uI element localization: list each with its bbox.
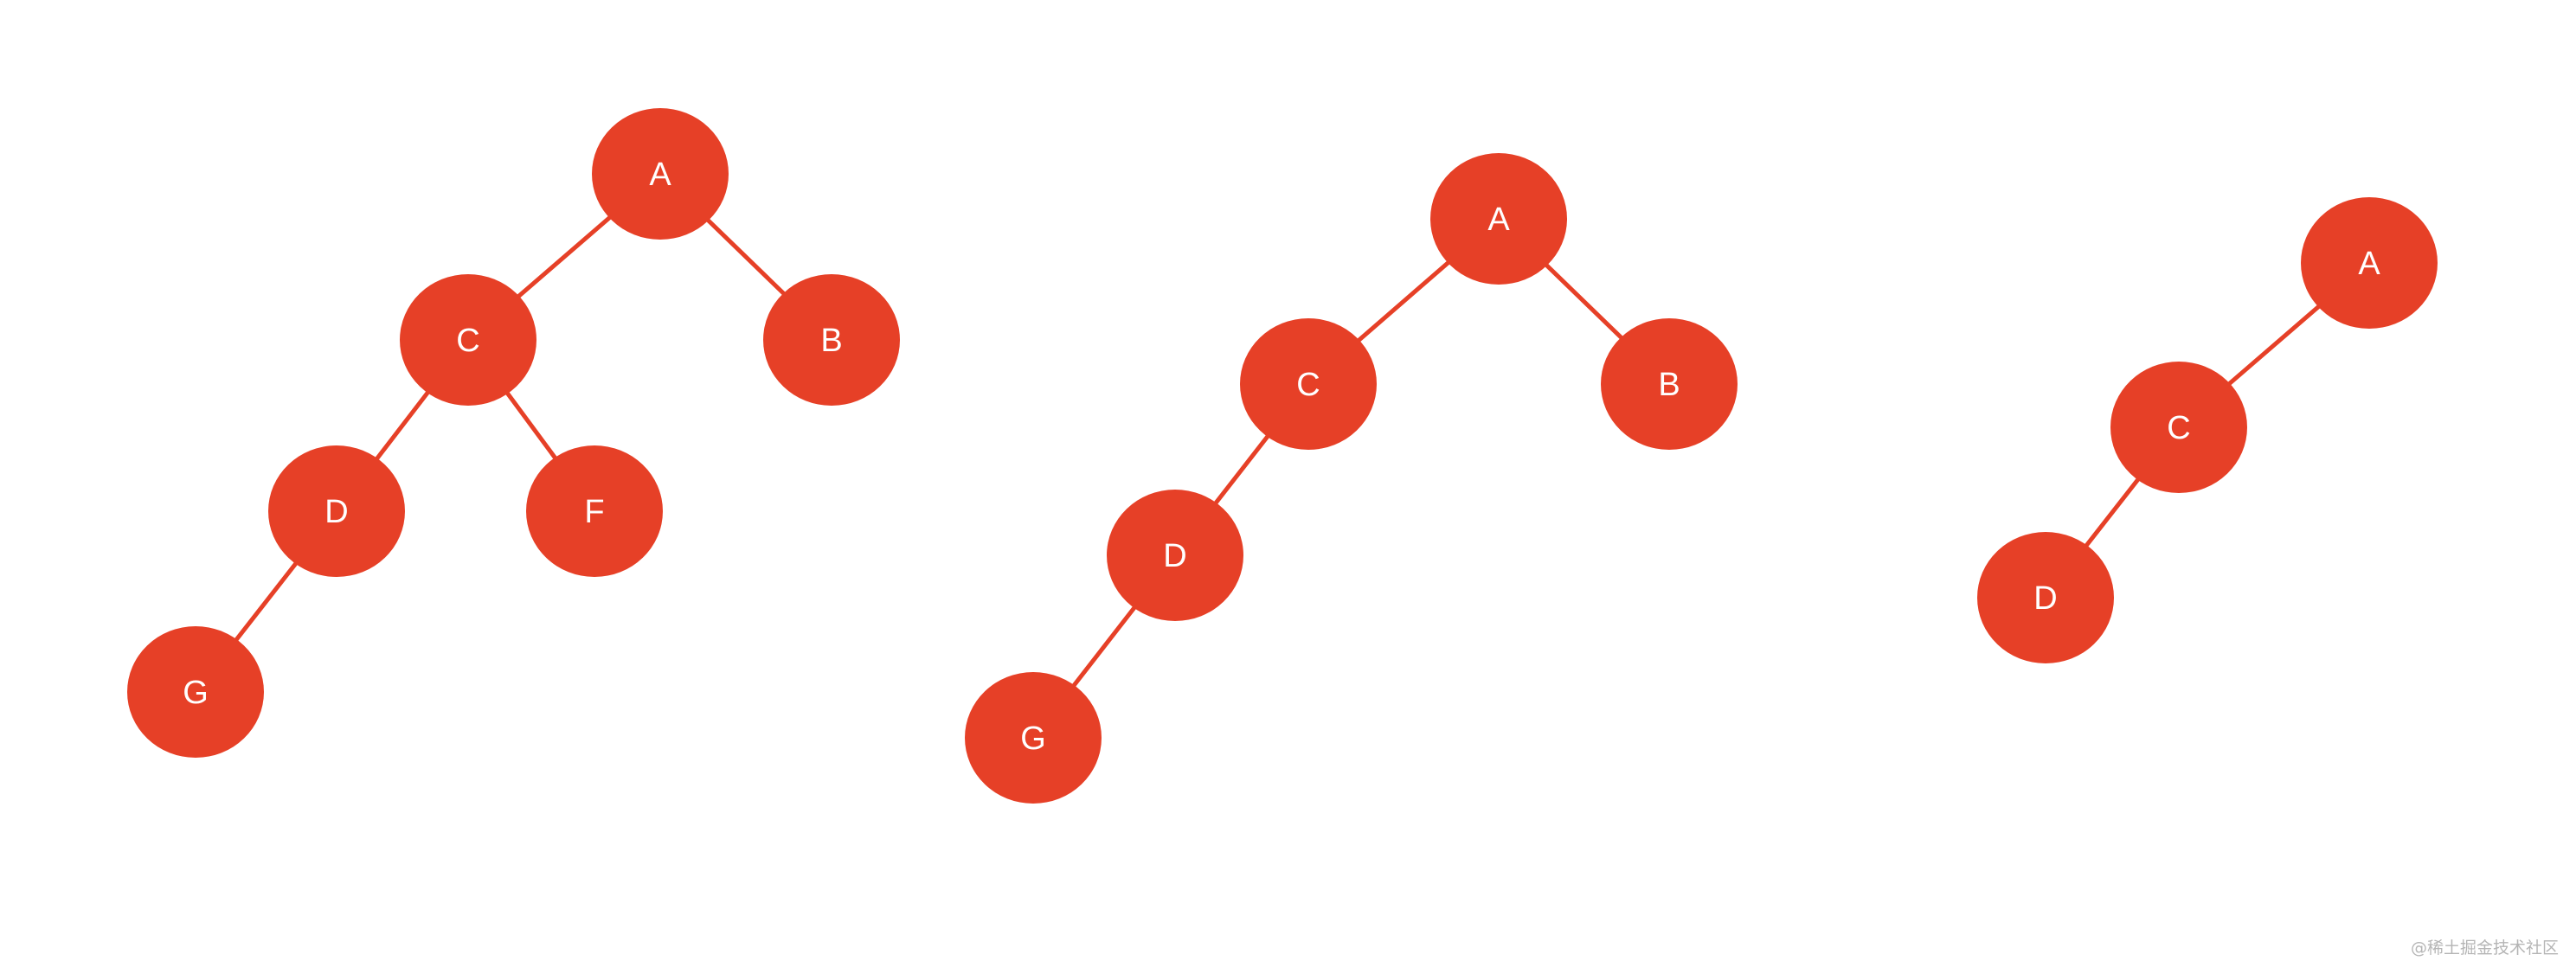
node-label: G <box>183 675 209 711</box>
node-D: D <box>1977 532 2114 663</box>
node-label: D <box>1163 538 1186 574</box>
node-A: A <box>1430 153 1567 285</box>
node-label: A <box>1487 202 1510 238</box>
tree-3: A C D <box>1977 197 2438 663</box>
node-G: G <box>127 626 264 758</box>
node-D: D <box>1107 490 1243 621</box>
node-label: D <box>324 494 348 530</box>
node-F: F <box>526 445 663 577</box>
node-label: A <box>649 157 671 193</box>
tree-2: A C B D G <box>965 153 1738 804</box>
tree-1: A C B D F G <box>127 108 900 758</box>
node-label: B <box>820 323 842 359</box>
node-C: C <box>2110 362 2247 493</box>
node-label: G <box>1020 721 1046 757</box>
watermark: @稀土掘金技术社区 <box>2411 938 2560 958</box>
node-B: B <box>763 274 900 406</box>
node-label: C <box>456 323 479 359</box>
node-label: C <box>1296 367 1320 403</box>
node-label: F <box>584 494 604 530</box>
node-B: B <box>1601 318 1738 450</box>
node-label: D <box>2033 580 2057 617</box>
node-label: B <box>1658 367 1680 403</box>
node-D: D <box>268 445 405 577</box>
node-A: A <box>592 108 729 240</box>
node-label: A <box>2358 246 2380 282</box>
node-A: A <box>2301 197 2438 329</box>
node-C: C <box>1240 318 1377 450</box>
node-label: C <box>2167 410 2190 446</box>
node-G: G <box>965 672 1102 804</box>
node-C: C <box>400 274 536 406</box>
